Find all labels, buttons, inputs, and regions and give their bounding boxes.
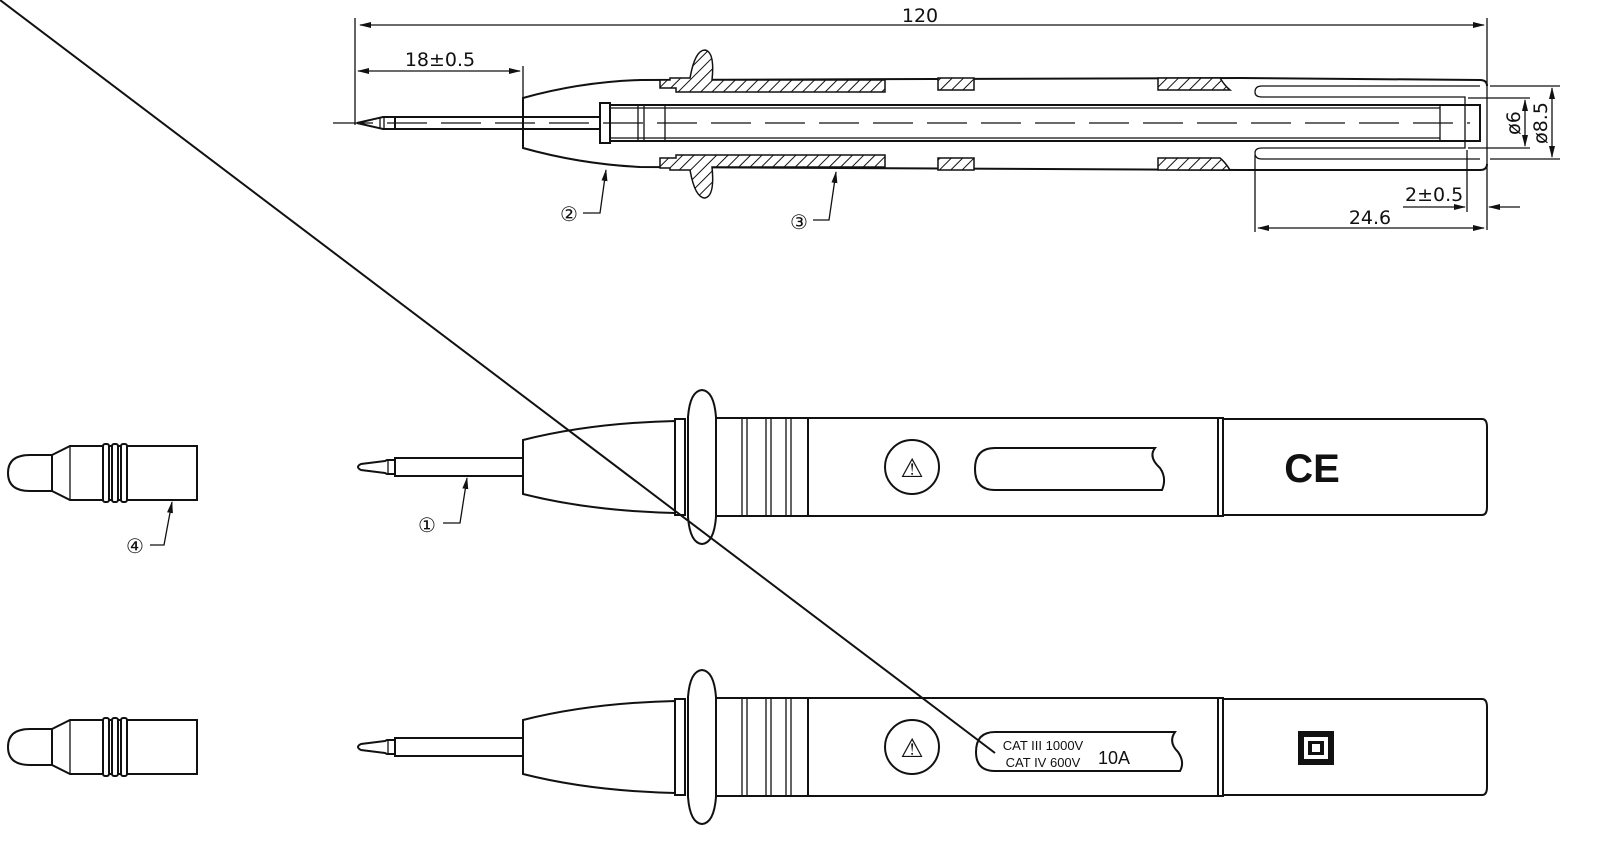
warning-icon: ⚠ bbox=[900, 733, 923, 763]
probe-cap-1 bbox=[7, 443, 198, 503]
rating-line-1: CAT III 1000V bbox=[1003, 738, 1084, 753]
dimension-overall-length: 120 bbox=[902, 5, 938, 27]
rating-label bbox=[974, 731, 1184, 772]
probe-cap-2 bbox=[7, 717, 198, 777]
dimension-outer-diameter: ø8.5 bbox=[1530, 102, 1552, 144]
dimension-tip-length: 18±0.5 bbox=[405, 49, 475, 71]
section-view: 120 18±0.5 ø6 ø8 bbox=[333, 5, 1560, 234]
ce-mark: CE bbox=[1284, 447, 1340, 491]
grip-slot bbox=[973, 447, 1166, 491]
dimension-socket-depth: 24.6 bbox=[1349, 207, 1391, 229]
dimension-recess: 2±0.5 bbox=[1405, 184, 1463, 206]
rating-line-2: CAT IV 600V bbox=[1006, 755, 1081, 770]
callout-3: ③ bbox=[790, 210, 808, 234]
warning-icon: ⚠ bbox=[900, 453, 923, 483]
double-square-icon bbox=[1298, 731, 1334, 765]
current-rating: 10A bbox=[1098, 748, 1130, 768]
probe-side-view-2: ⚠ CAT III 1000V CAT IV 600V 10A bbox=[0, 0, 1488, 825]
callout-4: ④ bbox=[126, 534, 144, 558]
callout-2: ② bbox=[560, 202, 578, 226]
probe-side-view-1: ⚠ CE ① ④ bbox=[7, 389, 1488, 558]
callout-1: ① bbox=[418, 513, 436, 537]
dimension-inner-diameter: ø6 bbox=[1503, 111, 1525, 135]
